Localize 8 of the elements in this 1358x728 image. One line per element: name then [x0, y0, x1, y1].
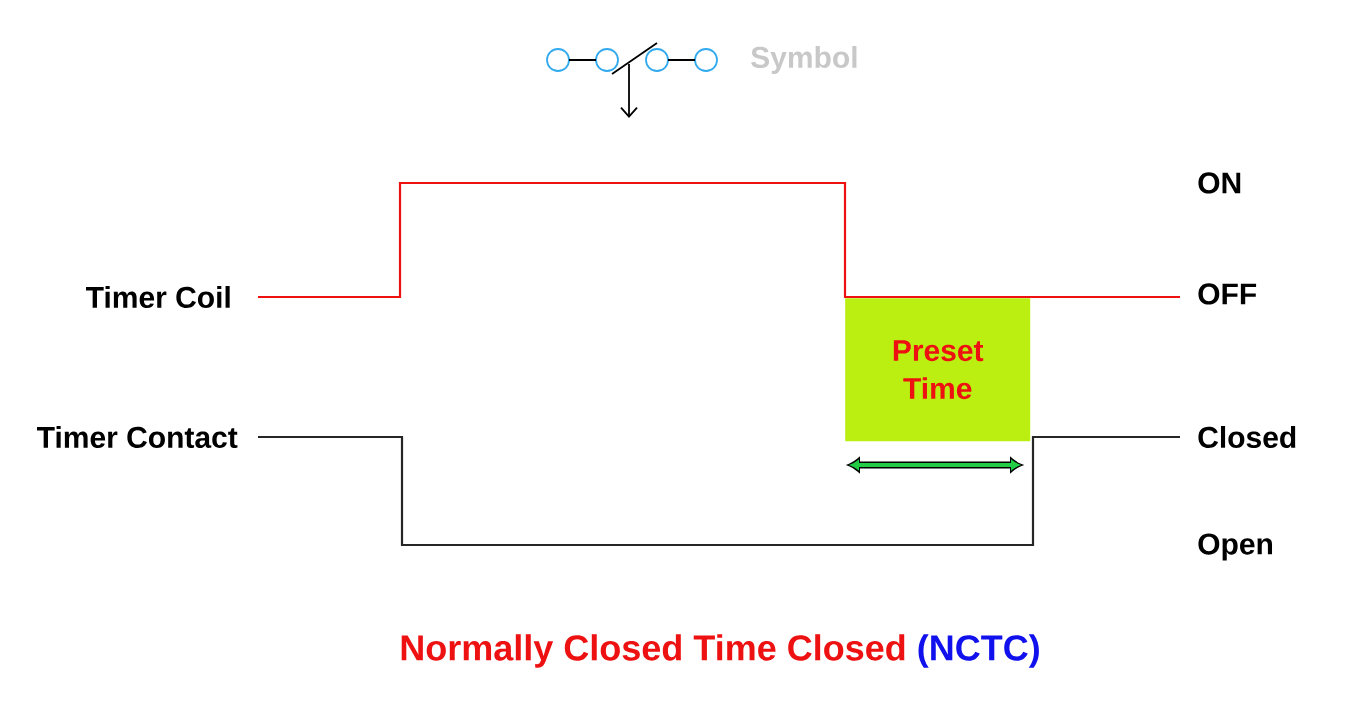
state-label: Closed — [1198, 426, 1296, 448]
preset-time-box: Preset Time — [845, 298, 1031, 442]
state-label: Open — [1198, 533, 1272, 561]
signal-label: Timer Coil — [86, 286, 230, 308]
state-label: OFF — [1198, 283, 1257, 305]
state-label: ON — [1198, 172, 1241, 194]
signal-label: Timer Contact — [37, 426, 238, 448]
caption: Normally Closed Time Closed (NCTC) — [401, 634, 1039, 668]
